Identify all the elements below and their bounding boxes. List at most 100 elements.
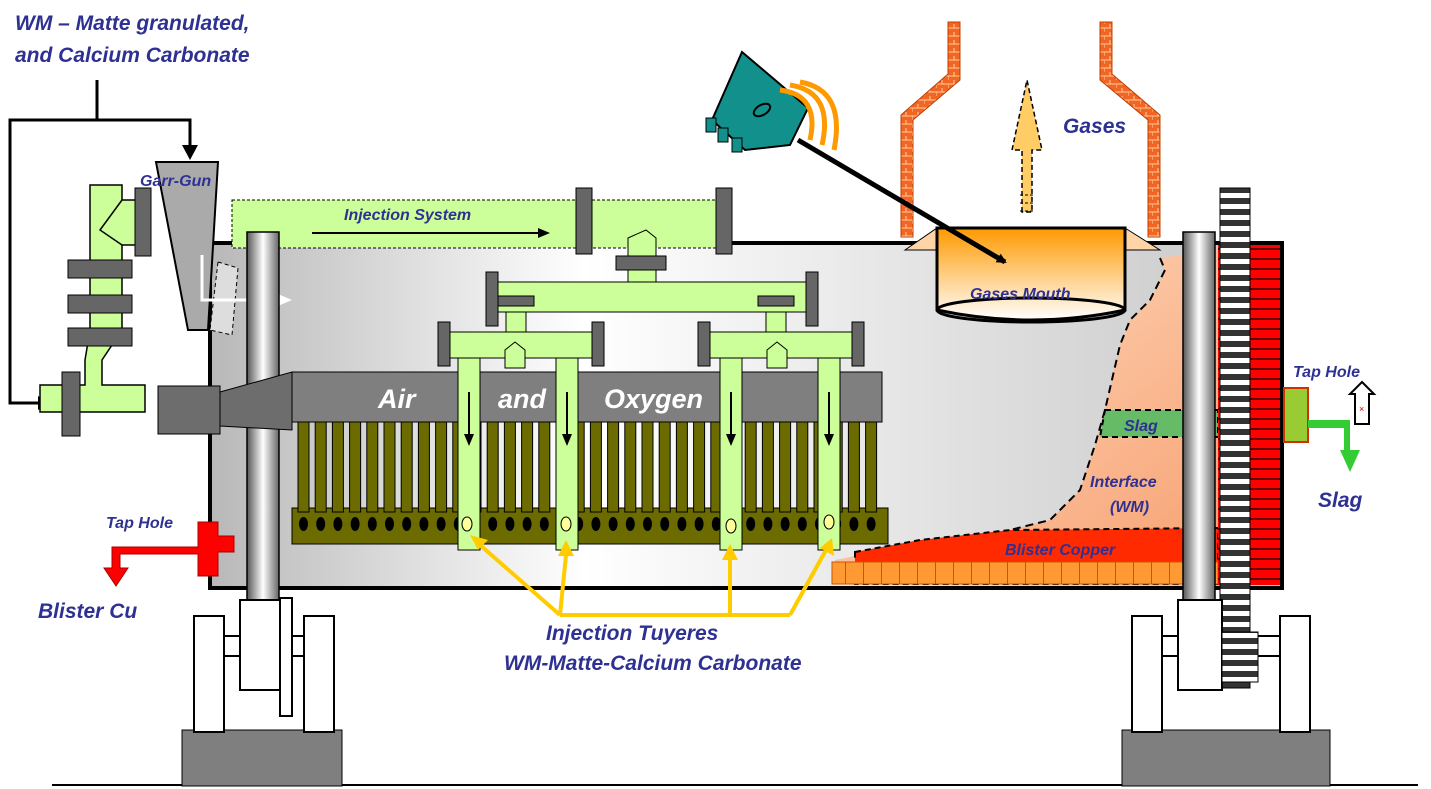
tuyere	[503, 421, 516, 513]
garr-gun-label: Garr-Gun	[140, 173, 211, 190]
tuyere	[331, 421, 344, 513]
tuyere-nozzle	[694, 517, 704, 531]
tuyere-nozzle	[350, 517, 360, 531]
tuyere-nozzle	[780, 517, 790, 531]
girth-gear	[1219, 187, 1251, 689]
injection-system-label: Injection System	[344, 207, 471, 224]
tuyere-nozzle	[643, 517, 652, 531]
feed-line-left	[8, 80, 99, 405]
tuyere	[779, 421, 792, 513]
tuyere-nozzle	[419, 517, 429, 531]
charge-arrow	[796, 137, 1007, 265]
tuyere	[538, 421, 551, 513]
gases-mouth-label: Gases Mouth	[970, 286, 1071, 303]
end-lining	[1252, 245, 1280, 585]
tuyere-nozzle	[505, 517, 515, 531]
feeder-flange-3	[67, 327, 133, 347]
air-oxygen-header	[291, 371, 883, 423]
tuyere	[400, 421, 413, 513]
tuyere-nozzle	[797, 517, 807, 531]
tuyere	[589, 421, 602, 513]
tuyere-nozzle	[763, 517, 773, 531]
tuyere	[865, 421, 878, 513]
left-tap-hole	[103, 521, 235, 587]
tuyere-nozzle	[299, 517, 308, 531]
lance-1	[457, 357, 481, 551]
tuyere-pointers	[478, 543, 828, 617]
tuyere-nozzle	[539, 517, 549, 531]
pipe-flange-2	[715, 187, 733, 255]
tuyere	[847, 421, 860, 513]
hood-wall-left	[900, 21, 961, 238]
tuyere	[744, 421, 757, 513]
blister-cu-label: Blister Cu	[38, 600, 137, 623]
tuyere-nozzle	[660, 517, 670, 531]
left-support	[181, 597, 343, 787]
tuyere-nozzle	[677, 517, 687, 531]
tuyere	[314, 421, 327, 513]
tuyeres-label-line2: WM-Matte-Calcium Carbonate	[504, 652, 802, 675]
oxygen-label: Oxygen	[604, 384, 703, 414]
air-label: Air	[377, 384, 417, 414]
svg-text:×: ×	[1359, 404, 1364, 414]
tuyere-nozzle	[333, 517, 343, 531]
gun-flange	[134, 187, 152, 257]
tuyere-nozzle	[385, 517, 394, 531]
manifold-upper	[493, 281, 811, 313]
slag-boundary	[1009, 257, 1167, 531]
tuyere	[366, 421, 379, 513]
tuyere	[641, 421, 654, 513]
feed-line-gun	[97, 118, 192, 150]
gases-mouth	[935, 226, 1127, 322]
tuyere-nozzle	[625, 517, 635, 531]
molten-bath-zone	[835, 250, 1218, 584]
tuyere-nozzle	[591, 517, 601, 531]
pipe-flange-1	[575, 187, 593, 255]
tuyere-nozzle	[436, 517, 446, 531]
tuyere	[435, 421, 448, 513]
tuyere	[486, 421, 499, 513]
tuyere	[796, 421, 809, 513]
tap-hole-right-label: Tap Hole	[1293, 364, 1360, 381]
feed-title-line1: WM – Matte granulated,	[15, 12, 250, 35]
tap-hole-left-label: Tap Hole	[106, 515, 173, 532]
right-tap-hole	[1283, 387, 1309, 443]
tuyere	[658, 421, 671, 513]
feed-title-line2: and Calcium Carbonate	[15, 44, 250, 67]
slag-inner-label: Slag	[1124, 418, 1158, 435]
tuyere-nozzle	[316, 517, 326, 531]
tuyere-nozzle	[866, 517, 876, 531]
tuyere	[383, 421, 396, 513]
tuyere-nozzle	[522, 517, 532, 531]
tuyere	[624, 421, 637, 513]
slag-outer-label: Slag	[1318, 489, 1363, 512]
air-inlet	[157, 385, 221, 435]
tuyeres-label-line1: Injection Tuyeres	[546, 622, 718, 645]
interface-label-line2: (WM)	[1110, 499, 1149, 516]
feeder-flange-1	[67, 259, 133, 279]
feeder-flange-2	[67, 294, 133, 314]
slag-outflow-arrow	[1308, 420, 1360, 472]
tuyere	[521, 421, 534, 513]
gases-label: Gases	[1063, 115, 1126, 138]
tuyere-nozzle	[608, 517, 618, 531]
feeder-valve	[61, 371, 81, 437]
tuyere	[607, 421, 620, 513]
tuyere	[693, 421, 706, 513]
tuyere-nozzle	[746, 517, 756, 531]
and-label: and	[498, 384, 547, 414]
gases-arrow	[1011, 79, 1043, 213]
tuyere-nozzle	[711, 517, 721, 531]
tuyere	[349, 421, 362, 513]
tap-hole-up-arrow	[1347, 380, 1377, 425]
hood-wall-right	[1099, 21, 1161, 238]
tuyere-nozzle	[402, 517, 412, 531]
interface-label-line1: Interface	[1090, 474, 1157, 491]
tuyere	[297, 421, 310, 513]
tuyere-nozzle	[488, 517, 498, 531]
tuyere-nozzle	[849, 517, 859, 531]
right-column	[1182, 231, 1216, 620]
floor-refractory	[831, 561, 1219, 585]
tuyere	[761, 421, 774, 513]
